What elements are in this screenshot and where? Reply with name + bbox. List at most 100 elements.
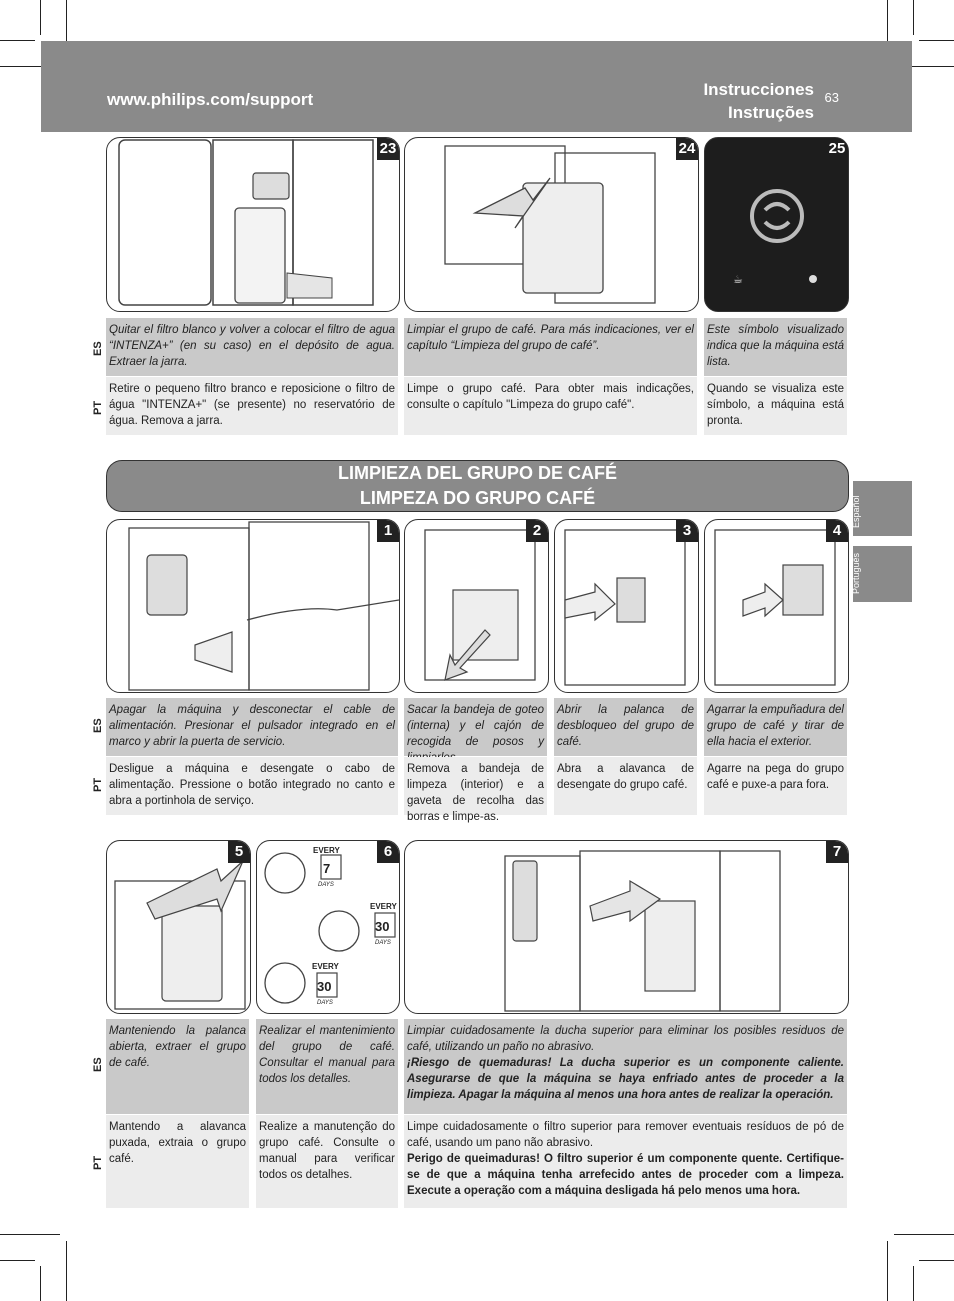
lang-label-es: ES bbox=[92, 1057, 104, 1072]
crop-mark bbox=[913, 1266, 914, 1301]
caption-4-pt: Agarre na pega do grupo café e puxe-a pa… bbox=[704, 757, 847, 815]
caption-1-es: Apagar la máquina y desconectar el cable… bbox=[106, 698, 398, 756]
maintenance-schedule-illustration bbox=[264, 852, 396, 1004]
figure-7: 7 bbox=[404, 840, 849, 1014]
page-number: 63 bbox=[824, 90, 839, 105]
figure-6: EVERY 7 DAYS EVERY 30 DAYS EVERY 30 DAYS… bbox=[256, 840, 400, 1014]
support-url[interactable]: www.philips.com/support bbox=[107, 90, 314, 109]
figure-4: 4 bbox=[704, 519, 849, 693]
crop-mark bbox=[40, 1266, 41, 1301]
calendar-number: 7 bbox=[323, 861, 331, 876]
crop-mark bbox=[40, 0, 41, 35]
lang-label-es: ES bbox=[92, 718, 104, 733]
lang-label-pt: PT bbox=[92, 1155, 104, 1170]
figure-number: 2 bbox=[526, 520, 548, 542]
caption-7-es-text: Limpiar cuidadosamente la ducha superior… bbox=[407, 1025, 844, 1053]
machine-water-tank-illustration bbox=[118, 139, 374, 306]
section-title-es: LIMPIEZA DEL GRUPO DE CAFÉ bbox=[337, 463, 618, 483]
figure-number: 3 bbox=[676, 520, 698, 542]
calendar-number: 30 bbox=[375, 919, 390, 934]
caption-1-pt: Desligue a máquina e desengate o cabo de… bbox=[106, 757, 398, 815]
extract-brew-group-illustration bbox=[114, 860, 246, 1010]
crop-mark bbox=[66, 1241, 67, 1301]
figure-number: 7 bbox=[826, 841, 848, 863]
crop-mark bbox=[887, 1241, 888, 1301]
calendar-unit: DAYS bbox=[318, 882, 334, 888]
figure-number: 5 bbox=[228, 841, 250, 863]
figure-2: 2 bbox=[404, 519, 549, 693]
figure-3: 3 bbox=[554, 519, 699, 693]
caption-23-es: Quitar el filtro blanco y volver a coloc… bbox=[106, 318, 398, 376]
figure-number: 25 bbox=[826, 138, 848, 160]
crop-mark bbox=[0, 1260, 35, 1261]
figure-24: 24 bbox=[404, 137, 699, 312]
calendar-icon bbox=[374, 912, 396, 938]
figure-23: 23 bbox=[106, 137, 400, 312]
crop-mark bbox=[66, 0, 67, 60]
caption-24-pt: Limpe o grupo café. Para obter mais indi… bbox=[404, 377, 697, 435]
caption-7-pt-warning: Perigo de queimaduras! O filtro superior… bbox=[407, 1153, 844, 1197]
caption-7-pt-text: Limpe cuidadosamente o filtro superior p… bbox=[407, 1121, 844, 1149]
side-tab-espanol[interactable]: Español bbox=[851, 481, 912, 536]
caption-2-pt: Remova a bandeja de limpeza (interior) e… bbox=[404, 757, 547, 823]
calendar-label: EVERY bbox=[370, 902, 397, 911]
header-title-pt: Instruções bbox=[728, 103, 814, 122]
caption-2-es: Sacar la bandeja de goteo (interna) y el… bbox=[404, 698, 547, 764]
calendar-icon bbox=[316, 972, 338, 998]
crop-mark bbox=[919, 1260, 954, 1261]
caption-7-pt: Limpe cuidadosamente o filtro superior p… bbox=[404, 1115, 847, 1208]
upper-shower-cleaning-illustration bbox=[504, 850, 781, 1012]
header-title-es: Instrucciones bbox=[703, 80, 814, 99]
figure-number: 24 bbox=[676, 138, 698, 160]
crop-mark bbox=[0, 40, 35, 41]
lang-label-pt: PT bbox=[92, 777, 104, 792]
brew-group-handle-illustration bbox=[714, 529, 836, 686]
caption-5-pt: Mantendo a alavanca puxada, extraia o gr… bbox=[106, 1115, 249, 1208]
caption-6-pt: Realize a manutenção do grupo café. Cons… bbox=[256, 1115, 398, 1208]
brew-group-removal-illustration bbox=[444, 145, 656, 304]
crop-mark bbox=[887, 0, 888, 60]
calendar-unit: DAYS bbox=[375, 940, 391, 946]
calendar-unit: DAYS bbox=[317, 1000, 333, 1006]
crop-mark bbox=[894, 66, 954, 67]
figure-number: 6 bbox=[377, 841, 399, 863]
caption-3-es: Abrir la palanca de desbloqueo del grupo… bbox=[554, 698, 697, 756]
ready-display-illustration: ☕ bbox=[733, 189, 817, 286]
lang-label-pt: PT bbox=[92, 400, 104, 415]
caption-24-es: Limpiar el grupo de café. Para más indic… bbox=[404, 318, 697, 376]
caption-25-pt: Quando se visualiza este símbolo, a máqu… bbox=[704, 377, 847, 435]
section-title-banner: LIMPIEZA DEL GRUPO DE CAFÉ LIMPEZA DO GR… bbox=[106, 460, 849, 512]
caption-23-pt: Retire o pequeno filtro branco e reposic… bbox=[106, 377, 398, 435]
caption-5-es: Manteniendo la palanca abierta, extraer … bbox=[106, 1019, 249, 1114]
calendar-number: 30 bbox=[317, 979, 332, 994]
lang-label-es: ES bbox=[92, 341, 104, 356]
caption-6-es: Realizar el mantenimiento del grupo de c… bbox=[256, 1019, 398, 1114]
figure-number: 4 bbox=[826, 520, 848, 542]
side-tab-portugues[interactable]: Português bbox=[851, 546, 912, 602]
crop-mark bbox=[913, 0, 914, 35]
crop-mark bbox=[0, 66, 60, 67]
figure-number: 1 bbox=[377, 520, 399, 542]
figure-number: 23 bbox=[377, 138, 399, 160]
calendar-label: EVERY bbox=[313, 846, 340, 855]
service-door-open-illustration bbox=[128, 521, 399, 691]
calendar-icon bbox=[320, 854, 342, 880]
figure-1: 1 bbox=[106, 519, 400, 693]
coffee-bean-icon bbox=[809, 275, 817, 283]
drip-tray-removal-illustration bbox=[424, 529, 536, 681]
cup-icon: ☕ bbox=[733, 273, 743, 286]
calendar-label: EVERY bbox=[312, 962, 339, 971]
unlock-lever-illustration bbox=[564, 529, 686, 686]
caption-25-es: Este símbolo visualizado indica que la m… bbox=[704, 318, 847, 376]
figure-25: ☕ 25 bbox=[704, 137, 849, 312]
caption-7-es-warning: ¡Riesgo de quemaduras! La ducha superior… bbox=[407, 1057, 844, 1101]
crop-mark bbox=[894, 1234, 954, 1235]
caption-4-es: Agarrar la empuñadura del grupo de café … bbox=[704, 698, 847, 756]
crop-mark bbox=[0, 1234, 60, 1235]
section-title-pt: LIMPEZA DO GRUPO CAFÉ bbox=[359, 488, 596, 508]
figure-5: 5 bbox=[106, 840, 251, 1014]
page-header: www.philips.com/support Instrucciones In… bbox=[41, 41, 912, 132]
caption-3-pt: Abra a alavanca de desengate do grupo ca… bbox=[554, 757, 697, 815]
caption-7-es: Limpiar cuidadosamente la ducha superior… bbox=[404, 1019, 847, 1114]
crop-mark bbox=[919, 40, 954, 41]
